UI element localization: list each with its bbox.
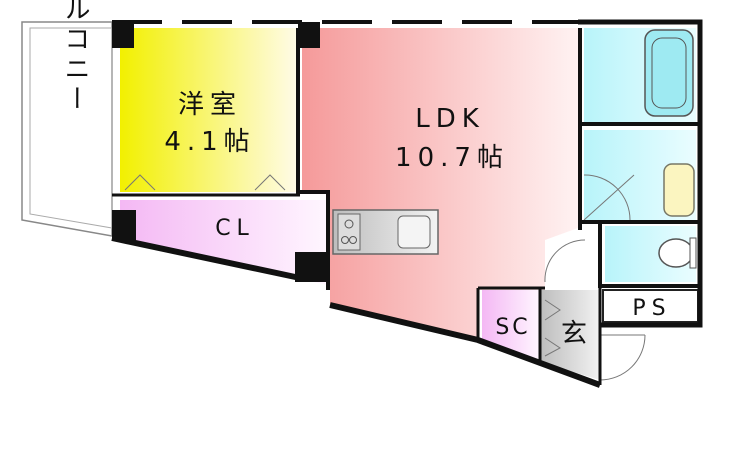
western-room-size: 4.1帖 xyxy=(164,127,255,157)
ldk-name: LDK xyxy=(415,104,485,134)
western-room xyxy=(120,28,298,192)
door-swings xyxy=(124,174,646,381)
shoe-closet-label: SC xyxy=(495,315,530,340)
toilet xyxy=(658,238,694,268)
shoe-closet xyxy=(482,290,540,360)
ldk-room xyxy=(302,28,578,340)
balcony-label: バルコニー xyxy=(60,0,90,115)
bathtub xyxy=(644,29,694,117)
closet-label: CL xyxy=(215,216,255,241)
entrance xyxy=(540,290,600,380)
entrance-label: 玄 xyxy=(561,319,587,349)
walls xyxy=(111,19,703,388)
pipe-space xyxy=(602,289,699,323)
ldk-size: 10.7帖 xyxy=(395,143,509,173)
western-room-name: 洋室 xyxy=(178,90,242,120)
pipe-space-label: PS xyxy=(632,296,671,321)
kitchen-counter xyxy=(332,209,439,255)
washbasin xyxy=(663,163,695,217)
closet xyxy=(120,200,328,285)
